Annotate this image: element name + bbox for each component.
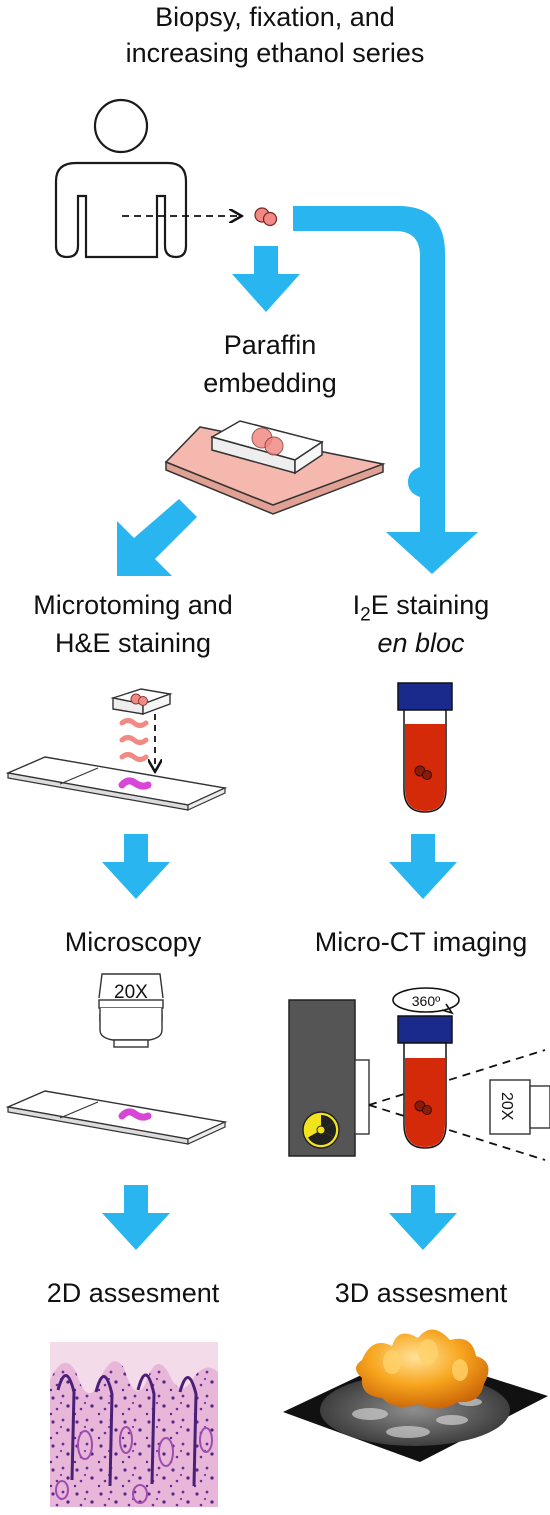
detector-icon: 20X — [489, 1079, 550, 1135]
staining-tube-icon — [397, 682, 453, 813]
i2e-label-1: I2E staining — [290, 588, 550, 632]
rotation-icon: 360º — [392, 987, 460, 1015]
arrow-to-microct — [389, 834, 457, 899]
xray-beam — [368, 1049, 546, 1161]
paraffin-label-2: embedding — [203, 368, 337, 398]
assess-3d-label: 3D assesment — [334, 1278, 508, 1308]
paraffin-label-1: Paraffin — [223, 330, 317, 360]
microscopy-slide-icon — [5, 1090, 228, 1145]
title-line-1: Biopsy, fixation, and — [155, 2, 395, 32]
detector-mag-text: 20X — [498, 1092, 515, 1121]
microtome-slide-icon — [5, 688, 228, 811]
3d-render-image — [283, 1329, 548, 1462]
microscope-objective-icon: 20X — [98, 973, 164, 1048]
paraffin-block-icon — [164, 420, 386, 515]
arrow-to-3d — [389, 1185, 457, 1250]
i2e-subscript: 2 — [360, 604, 371, 626]
ct-tube-icon — [397, 1015, 453, 1149]
i2e-prefix: I — [352, 590, 361, 620]
i2e-suffix: E staining — [370, 590, 490, 620]
objective-mag-text: 20X — [114, 982, 148, 1003]
he-label-1: Microtoming and — [33, 590, 233, 620]
pipe-arrow — [293, 206, 478, 574]
arrow-to-microscopy — [102, 834, 170, 899]
arrow-to-2d — [102, 1185, 170, 1250]
histology-image — [50, 1342, 218, 1507]
assess-2d-label: 2D assesment — [46, 1278, 220, 1308]
radiation-icon — [302, 1111, 340, 1149]
he-label-2: H&E staining — [54, 628, 212, 658]
microct-label: Micro-CT imaging — [314, 927, 528, 957]
title-line-2: increasing ethanol series — [125, 38, 425, 68]
arrow-to-paraffin — [232, 246, 300, 312]
arrow-to-microtoming — [117, 499, 197, 576]
microscopy-label: Microscopy — [64, 927, 202, 957]
person-icon — [54, 98, 188, 259]
rotation-text: 360º — [412, 993, 440, 1009]
biopsy-icon — [254, 207, 278, 227]
i2e-label-2: en bloc — [377, 628, 465, 658]
